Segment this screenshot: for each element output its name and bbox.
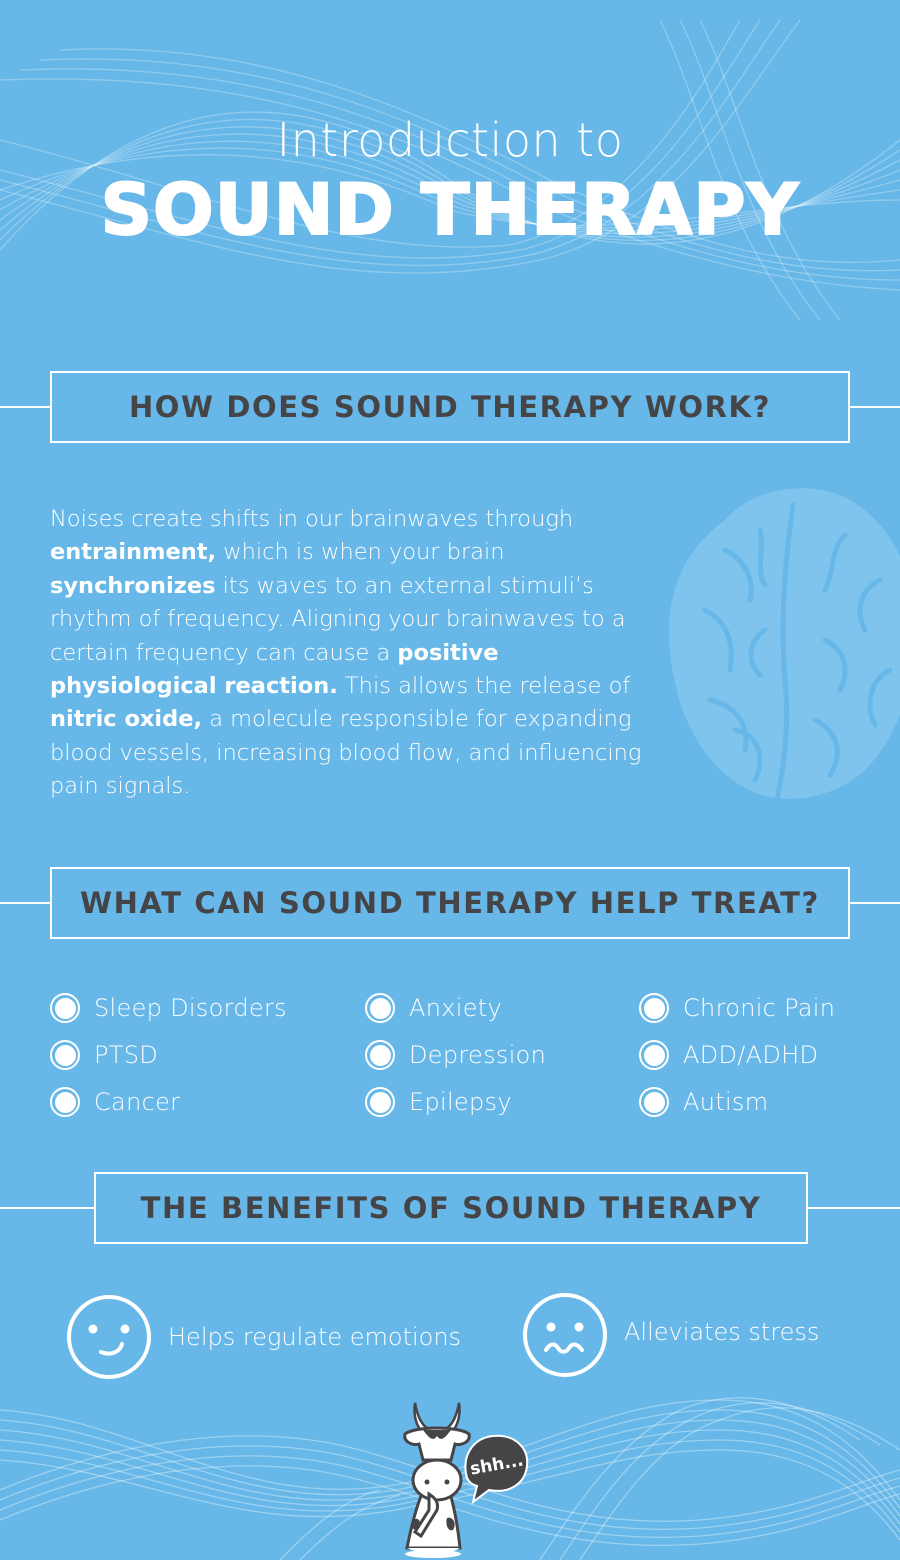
heading-rule-right <box>808 1207 900 1209</box>
paragraph-bold-synchronizes: synchronizes <box>50 572 216 599</box>
how-it-works-paragraph: Noises create shifts in our brainwaves t… <box>50 503 670 804</box>
radio-filled-icon <box>639 1040 669 1070</box>
smiley-face-icon <box>67 1295 151 1379</box>
condition-label: ADD/ADHD <box>683 1041 819 1069</box>
paragraph-text: its waves to an external stimuli’s rhyth… <box>50 572 626 666</box>
condition-item: Autism <box>639 1082 768 1122</box>
benefit-label: Alleviates stress <box>624 1318 820 1346</box>
paragraph-bold-entrainment: entrainment, <box>50 539 217 566</box>
benefit-item: Alleviates stress <box>522 1292 819 1378</box>
condition-label: PTSD <box>94 1041 159 1069</box>
radio-filled-icon <box>639 1087 669 1117</box>
heading-box: WHAT CAN SOUND THERAPY HELP TREAT? <box>50 867 850 939</box>
paragraph-text: which is when your brain <box>216 539 505 566</box>
radio-filled-icon <box>50 1040 80 1070</box>
condition-item: Sleep Disorders <box>50 988 287 1028</box>
condition-item: Cancer <box>50 1082 180 1122</box>
section-heading-how-it-works: HOW DOES SOUND THERAPY WORK? <box>0 371 900 443</box>
benefit-item: Helps regulate emotions <box>66 1294 461 1380</box>
paragraph-text: a molecule responsible for expanding blo… <box>50 706 642 800</box>
heading-rule-right <box>850 902 900 904</box>
heading-rule-left <box>0 1207 94 1209</box>
radio-filled-icon <box>50 1087 80 1117</box>
paragraph-bold-positive-reaction: positive physiological reaction. <box>50 639 499 700</box>
condition-label: Autism <box>683 1088 769 1116</box>
condition-label: Sleep Disorders <box>94 994 287 1022</box>
condition-item: PTSD <box>50 1035 158 1075</box>
heading-box: HOW DOES SOUND THERAPY WORK? <box>50 371 850 443</box>
heading-label: HOW DOES SOUND THERAPY WORK? <box>128 390 772 424</box>
condition-item: ADD/ADHD <box>639 1035 818 1075</box>
heading-label: THE BENEFITS OF SOUND THERAPY <box>140 1191 762 1225</box>
condition-item: Anxiety <box>365 988 502 1028</box>
paragraph-text: Noises create shifts in our brainwaves t… <box>50 506 574 532</box>
wavy-mouth-face-icon <box>523 1293 607 1377</box>
radio-filled-icon <box>50 993 80 1023</box>
condition-label: Anxiety <box>409 994 502 1022</box>
heading-rule-left <box>0 406 50 408</box>
heading-rule-left <box>0 902 50 904</box>
cow-mascot: shh... <box>403 1402 529 1558</box>
benefit-label: Helps regulate emotions <box>168 1323 462 1351</box>
condition-item: Epilepsy <box>365 1082 512 1122</box>
hero-subtitle: Introduction to <box>276 113 624 167</box>
paragraph-text: This allows the release of <box>337 673 631 700</box>
condition-item: Chronic Pain <box>639 988 835 1028</box>
section-heading-what-it-treats: WHAT CAN SOUND THERAPY HELP TREAT? <box>0 867 900 939</box>
radio-filled-icon <box>639 993 669 1023</box>
heading-label: WHAT CAN SOUND THERAPY HELP TREAT? <box>80 886 820 920</box>
condition-label: Chronic Pain <box>683 994 836 1022</box>
condition-label: Epilepsy <box>409 1088 512 1116</box>
heading-box: THE BENEFITS OF SOUND THERAPY <box>94 1172 808 1244</box>
radio-filled-icon <box>365 993 395 1023</box>
brain-icon <box>669 488 900 803</box>
heading-rule-right <box>850 406 900 408</box>
condition-label: Depression <box>409 1041 547 1069</box>
hero-title: SOUND THERAPY <box>100 169 800 251</box>
hero: Introduction to SOUND THERAPY <box>0 110 900 251</box>
condition-item: Depression <box>365 1035 546 1075</box>
paragraph-bold-nitric-oxide: nitric oxide, <box>50 706 203 733</box>
radio-filled-icon <box>365 1040 395 1070</box>
radio-filled-icon <box>365 1087 395 1117</box>
condition-label: Cancer <box>94 1088 181 1116</box>
section-heading-benefits: THE BENEFITS OF SOUND THERAPY <box>0 1172 900 1244</box>
